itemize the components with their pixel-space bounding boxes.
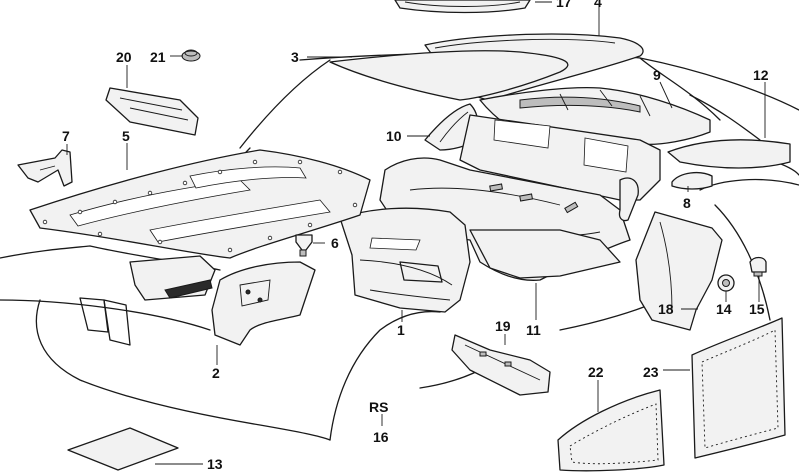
lid-clip-holes bbox=[42, 159, 358, 253]
variant-mark-rs: RS bbox=[369, 399, 388, 415]
callout-9: 9 bbox=[653, 67, 661, 83]
part-17-seal bbox=[394, 0, 531, 14]
leader-lines bbox=[66, 1, 766, 465]
callout-12: 12 bbox=[753, 67, 769, 83]
callout-17: 17 bbox=[556, 0, 572, 10]
callout-19: 19 bbox=[495, 318, 511, 334]
callout-3: 3 bbox=[291, 49, 299, 65]
callout-4: 4 bbox=[594, 0, 602, 10]
part-20-cover bbox=[105, 87, 199, 136]
part-13-mat bbox=[67, 427, 179, 471]
part-11-trunk-lining bbox=[379, 114, 661, 281]
part-8-cap bbox=[671, 171, 713, 190]
callout-labels: 17 4 3 9 12 10 20 21 7 5 8 6 1 11 19 18 … bbox=[62, 0, 769, 472]
part-18-arch-trim bbox=[635, 211, 723, 331]
callout-6: 6 bbox=[331, 235, 339, 251]
callout-22: 22 bbox=[588, 364, 604, 380]
callout-15: 15 bbox=[749, 301, 765, 317]
callout-16: 16 bbox=[373, 429, 389, 445]
part-22-panel bbox=[557, 389, 665, 472]
callout-14: 14 bbox=[716, 301, 732, 317]
part-6-clip bbox=[295, 234, 313, 257]
part-3-shelf-panel bbox=[329, 50, 569, 101]
part-19-rail bbox=[451, 334, 551, 396]
part-7-bracket bbox=[17, 149, 73, 187]
part-23-panel bbox=[691, 317, 786, 459]
callout-20: 20 bbox=[116, 49, 132, 65]
callout-1: 1 bbox=[397, 322, 405, 338]
part-12-rear-panel bbox=[667, 139, 791, 169]
callout-7: 7 bbox=[62, 128, 70, 144]
part-1-side-trim bbox=[339, 207, 471, 313]
callout-21: 21 bbox=[150, 49, 166, 65]
part-5-lid-lining bbox=[29, 149, 371, 259]
part-2-lock-bracket bbox=[211, 261, 316, 346]
callout-10: 10 bbox=[386, 128, 402, 144]
part-14-nut bbox=[717, 274, 735, 292]
callout-18: 18 bbox=[658, 301, 674, 317]
part-15-plug bbox=[749, 256, 767, 277]
callout-11: 11 bbox=[526, 322, 541, 338]
callout-5: 5 bbox=[122, 128, 130, 144]
callout-2: 2 bbox=[212, 365, 220, 381]
part-21-grommet bbox=[181, 49, 201, 62]
rear-end-body bbox=[79, 245, 221, 346]
callout-23: 23 bbox=[643, 364, 659, 380]
callout-8: 8 bbox=[683, 195, 691, 211]
callout-13: 13 bbox=[207, 456, 223, 472]
